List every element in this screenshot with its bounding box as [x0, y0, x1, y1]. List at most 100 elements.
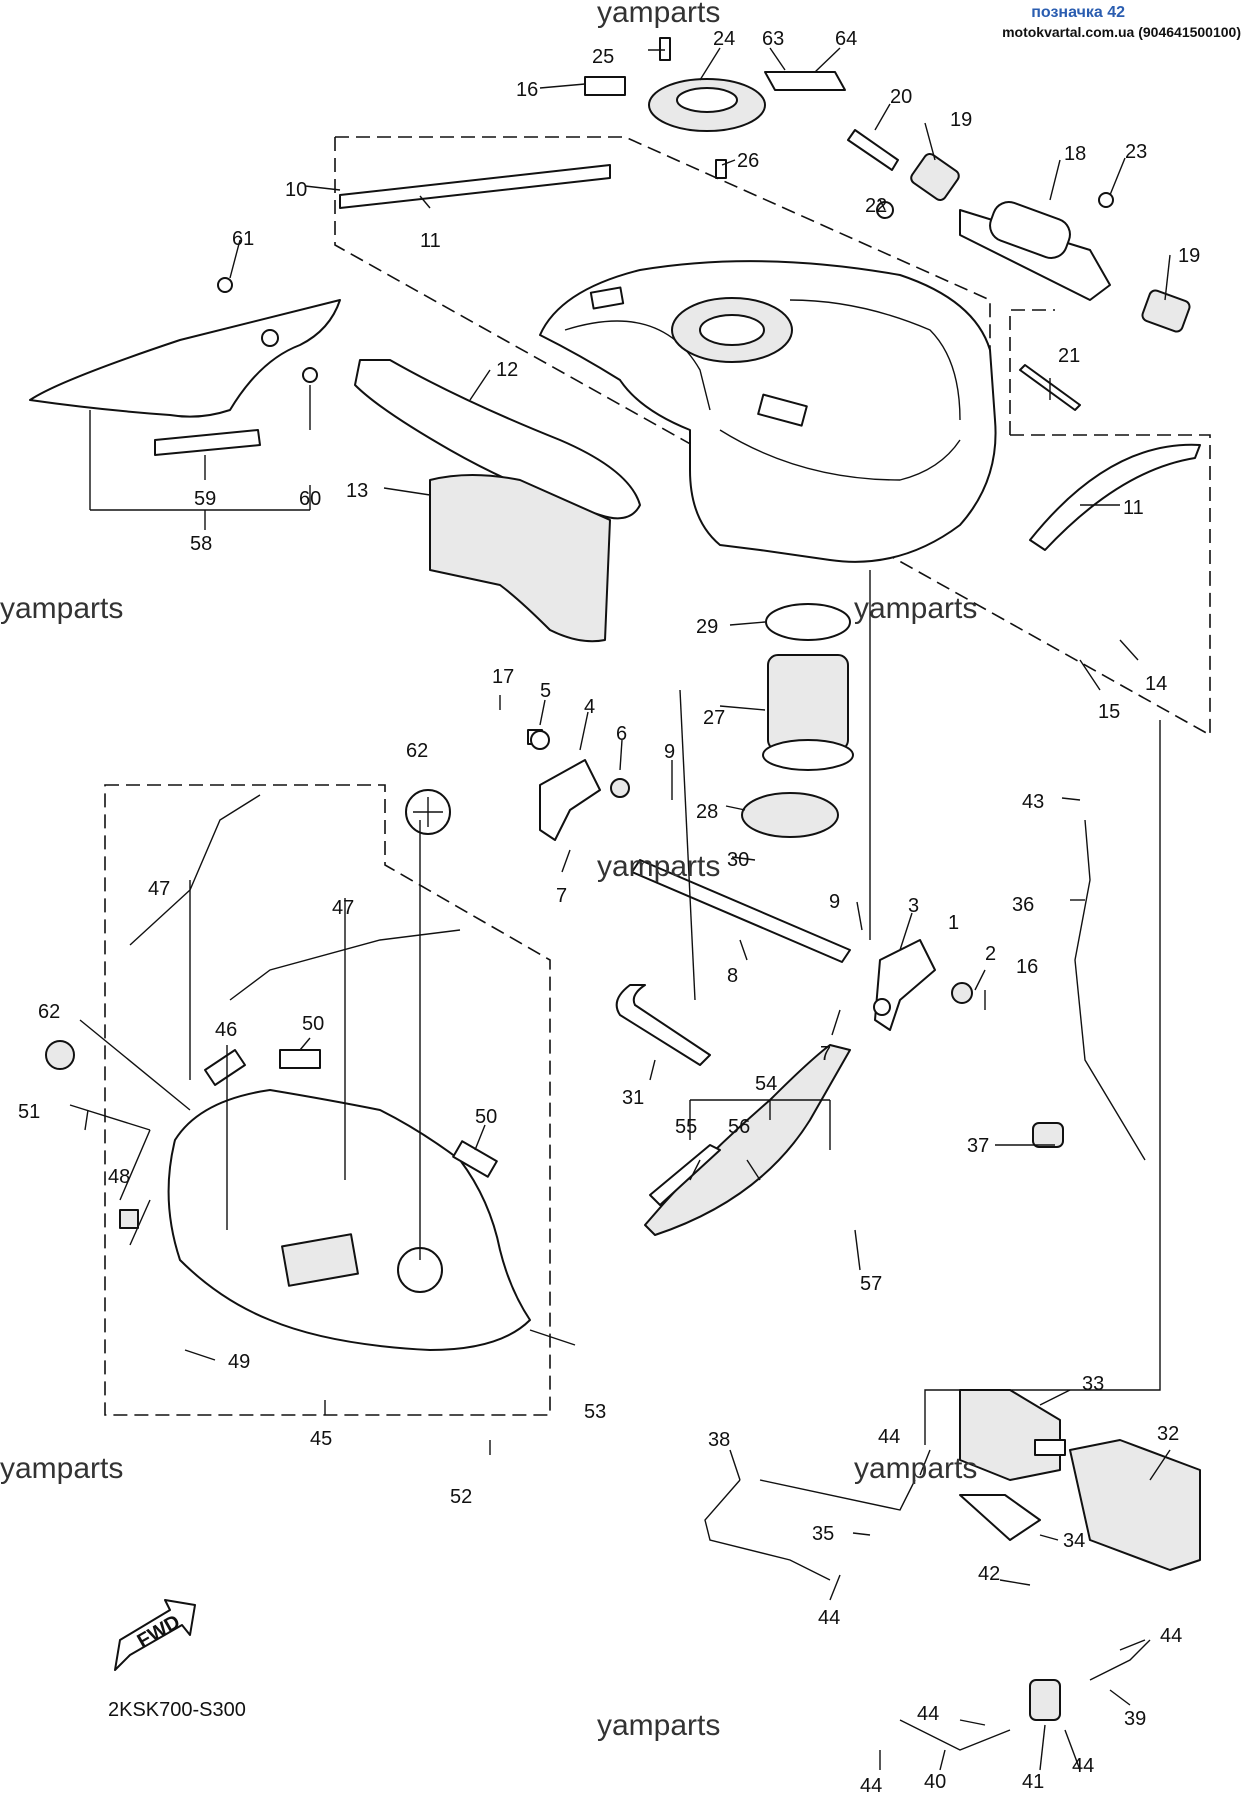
callout: 24	[713, 28, 735, 50]
valve-41	[1029, 1679, 1061, 1721]
holder-42	[1034, 1439, 1066, 1456]
fuel-pump-27	[767, 654, 849, 751]
callout: 39	[1124, 1708, 1146, 1730]
vent-grille	[281, 1233, 359, 1287]
callout: 37	[967, 1135, 989, 1157]
strip-11-left	[339, 164, 611, 209]
callout: 44	[818, 1607, 840, 1629]
watermark: yamparts	[597, 1709, 720, 1742]
leader-lines	[69, 47, 1171, 1771]
seal-63-64	[764, 71, 846, 91]
callout: 36	[1012, 894, 1034, 916]
callout: 4	[584, 696, 595, 718]
callout: 9	[664, 741, 675, 763]
watermark: yamparts	[0, 592, 123, 625]
diagram-code: 2KSK700-S300	[108, 1699, 246, 1721]
callout: 57	[860, 1273, 882, 1295]
callout: 9	[829, 891, 840, 913]
pad-46	[204, 1049, 246, 1086]
callout: 19	[950, 109, 972, 131]
callout: 62	[406, 740, 428, 762]
watermarks: yamparts yamparts yamparts yamparts yamp…	[0, 0, 977, 1742]
callout: 31	[622, 1087, 644, 1109]
hose-39	[1089, 1639, 1151, 1681]
callout: 54	[755, 1073, 777, 1095]
fwd-arrow-icon: FWD	[114, 1599, 196, 1671]
callout: 10	[285, 179, 307, 201]
callout: 16	[1016, 956, 1038, 978]
damper-19	[910, 152, 960, 202]
emblem-62b	[45, 1040, 75, 1070]
callout: 15	[1098, 701, 1120, 723]
callout-labels: 25 24 63 64 16 26 20 19 18 23 10 11 22 1…	[18, 28, 1200, 1797]
callout: 7	[820, 1043, 831, 1065]
callout: 46	[215, 1019, 237, 1041]
callout: 64	[835, 28, 857, 50]
watermark: yamparts	[854, 592, 977, 625]
canister-32	[1069, 1439, 1201, 1571]
watermark: yamparts	[597, 850, 720, 883]
bracket-34	[959, 1494, 1041, 1541]
plate-28	[741, 792, 839, 838]
callout: 30	[727, 849, 749, 871]
hose-31	[615, 984, 711, 1066]
callout: 3	[908, 895, 919, 917]
strip-11	[1029, 443, 1201, 551]
callout: 7	[556, 885, 567, 907]
callout: 41	[1022, 1771, 1044, 1793]
callout: 11	[420, 230, 441, 252]
callout: 22	[865, 195, 887, 217]
callout: 44	[917, 1703, 939, 1725]
pad-50b	[452, 1140, 498, 1178]
watermark: yamparts	[597, 0, 720, 29]
callout: 26	[737, 150, 759, 172]
callout: 43	[1022, 791, 1044, 813]
source-label: motokvartal.com.ua (904641500100)	[1002, 24, 1241, 40]
bracket-1	[874, 939, 936, 1031]
callout: 53	[584, 1401, 606, 1423]
callout: 27	[703, 707, 725, 729]
callout: 35	[812, 1523, 834, 1545]
callout: 47	[332, 897, 354, 919]
callout: 55	[675, 1116, 697, 1138]
callout: 52	[450, 1486, 472, 1508]
wire-47-left	[129, 794, 261, 946]
hose-38	[704, 1479, 831, 1581]
callout: 38	[708, 1429, 730, 1451]
callout: 61	[232, 228, 254, 250]
callout: 44	[878, 1426, 900, 1448]
callout: 1	[948, 912, 959, 934]
callout: 13	[346, 480, 368, 502]
callout: 12	[496, 359, 518, 381]
parts-artwork	[29, 37, 1201, 1751]
callout: 59	[194, 488, 216, 510]
callout: 23	[1125, 141, 1147, 163]
callout: 6	[616, 723, 627, 745]
callout: 44	[1072, 1755, 1094, 1777]
gasket-29	[765, 603, 851, 641]
bracket-4	[539, 759, 601, 841]
pad-50	[279, 1049, 321, 1069]
callout: 62	[38, 1001, 60, 1023]
hose-40	[899, 1719, 1011, 1751]
seal-16	[584, 76, 626, 96]
callout: 50	[302, 1013, 324, 1035]
seal-59	[154, 429, 261, 456]
callout: 49	[228, 1351, 250, 1373]
callout: 63	[762, 28, 784, 50]
callout: 48	[108, 1166, 130, 1188]
grommet-37	[1032, 1122, 1064, 1148]
callout: 25	[592, 46, 614, 68]
tank-cover-45	[167, 1089, 531, 1351]
callout: 16	[516, 79, 538, 101]
hose-36	[1074, 819, 1146, 1161]
callout: 58	[190, 533, 212, 555]
callout: 50	[475, 1106, 497, 1128]
watermark: yamparts	[854, 1452, 977, 1485]
callout: 56	[728, 1116, 750, 1138]
callout: 44	[860, 1775, 882, 1797]
callout: 29	[696, 616, 718, 638]
callout: 47	[148, 878, 170, 900]
callout: 14	[1145, 673, 1167, 695]
